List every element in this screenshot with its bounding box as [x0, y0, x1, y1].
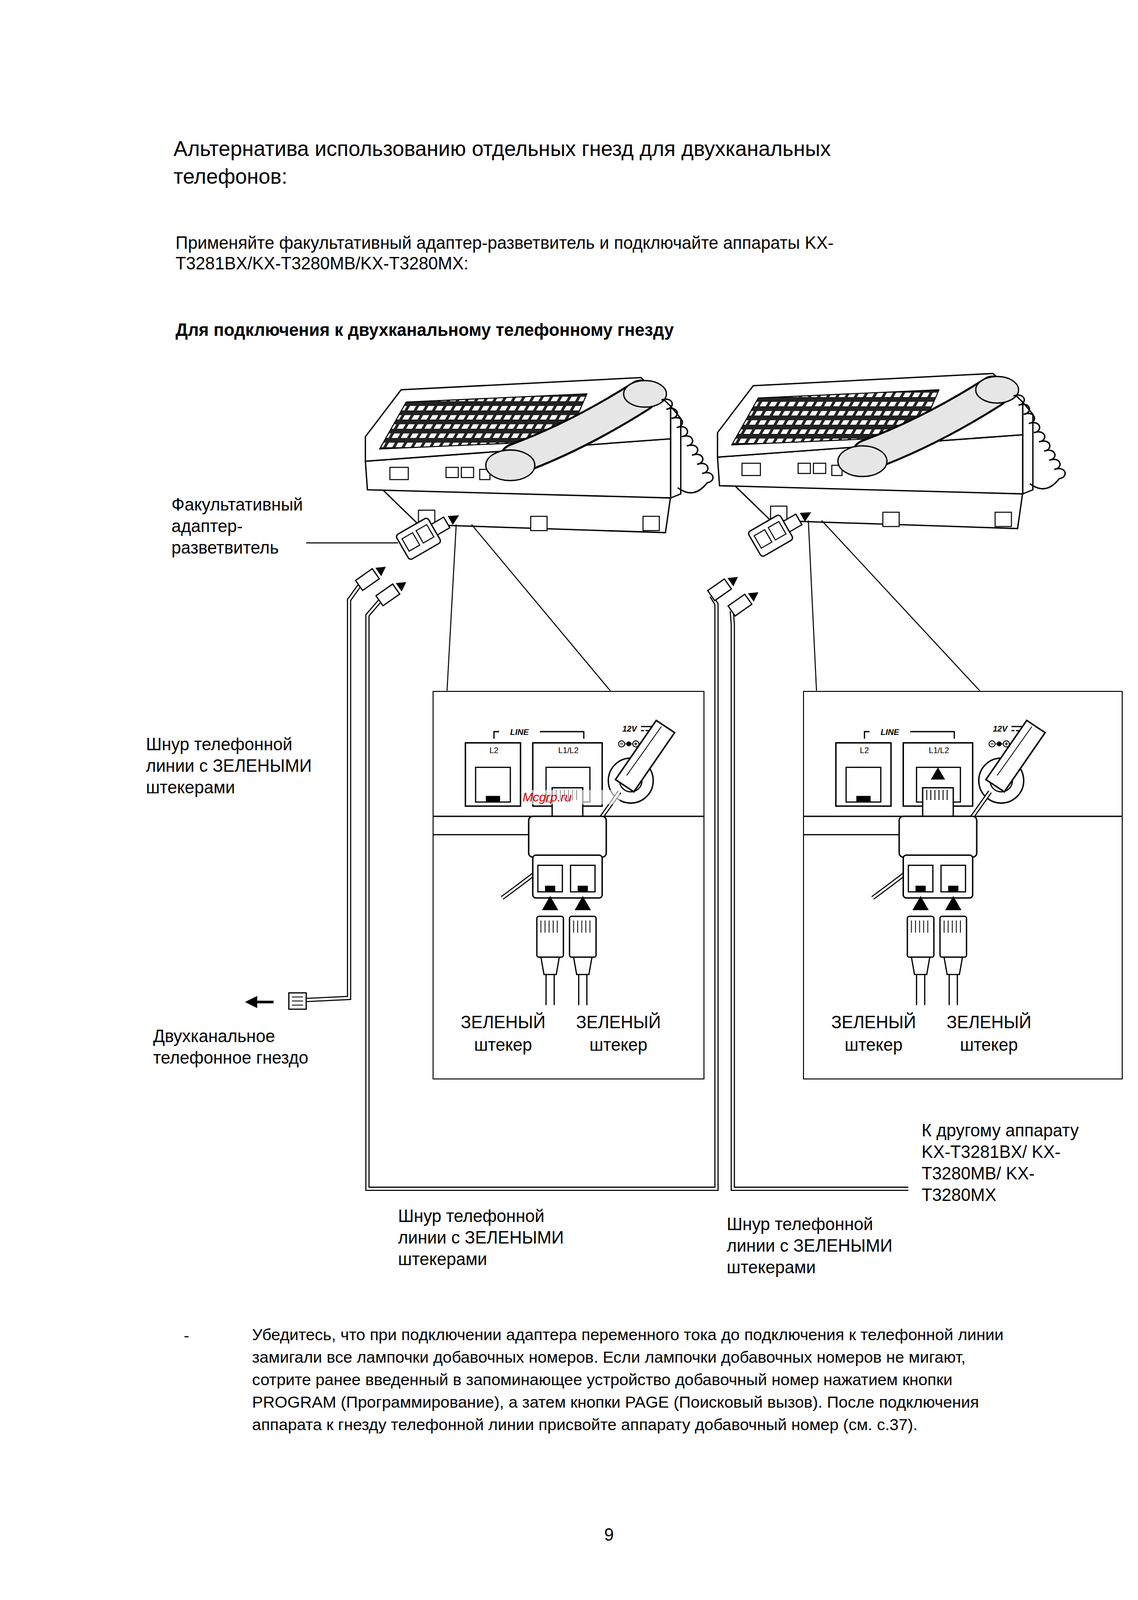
socket-panel: [803, 834, 899, 836]
port-label: L2: [473, 746, 514, 756]
page-title: Альтернатива использованию отдельных гне…: [173, 134, 929, 191]
splitter-adapter: [747, 500, 819, 558]
telephone-cord: [306, 585, 360, 1001]
splitter-adapter: [431, 517, 450, 536]
detail-inset: LINE L2 L1/L2 12V ЗЕЛЕНЫЙ штекерЗЕЛЕНЫЙ штек…: [803, 691, 1123, 1081]
splitter-adapter: [447, 511, 462, 525]
bullet-dash: -: [183, 1324, 200, 1348]
socket-panel: [930, 767, 946, 781]
splitter-adapter: [395, 500, 819, 561]
wall-jack: [245, 995, 258, 1009]
splitter-adapter: [395, 502, 467, 561]
plug-label: ЗЕЛЕНЫЙ штекер: [932, 1011, 1046, 1057]
splitter-adapter: [401, 532, 420, 552]
leader-line: [821, 520, 981, 692]
telephone-cord: [367, 595, 717, 1189]
socket-panel: [465, 720, 675, 1006]
cord-label: Шнур телефонной линии с ЗЕЛЕНЫМИ штекера…: [398, 1205, 572, 1271]
detail-inset: LINE L2 L1/L2 12V ЗЕЛЕНЫЙ штекерЗЕЛЕНЫЙ штек…: [432, 691, 704, 1081]
note-text: Убедитесь, что при подключении адаптера …: [252, 1323, 1013, 1437]
watermark: Mcgrp.ru: [522, 790, 620, 805]
modular-plug: [355, 561, 390, 591]
power-label: 12V: [614, 724, 646, 734]
socket-panel: [803, 691, 1123, 1081]
port-group-label: LINE: [869, 727, 911, 737]
telephone-right: [717, 373, 1065, 529]
port-label: L1/L2: [542, 746, 594, 756]
power-label: 12V: [984, 724, 1016, 734]
socket-panel: [432, 834, 529, 836]
modular-plug: [727, 587, 762, 616]
wall-jack: [245, 992, 307, 1010]
port-label: L1/L2: [913, 746, 965, 756]
wall-jack: [291, 997, 303, 1006]
section-heading: Для подключения к двухканальному телефон…: [175, 319, 911, 341]
modular-plug: [376, 584, 401, 606]
modular-plug: [355, 569, 380, 591]
modular-plug: [727, 572, 741, 587]
port-label: L2: [844, 746, 885, 756]
part-label: К другому аппарату KX-T3281BX/ KX-T3280M…: [921, 1119, 1098, 1206]
port-group-label: LINE: [499, 727, 540, 737]
leader-line: [306, 520, 981, 692]
splitter-adapter: [754, 529, 772, 549]
wall-jack: [289, 992, 307, 1010]
modular-plug: [707, 579, 732, 601]
telephone-cord: [306, 585, 360, 1001]
leader-line: [808, 520, 817, 692]
wall-jack: [256, 1001, 274, 1004]
splitter-adapter: [783, 513, 803, 532]
modular-plug: [375, 562, 389, 577]
modular-plug: [376, 577, 411, 606]
telephone-left: [365, 377, 714, 533]
modular-plug: [707, 571, 742, 601]
socket-panel: [836, 720, 1046, 1006]
modular-plug: [727, 594, 752, 616]
cord-label: Шнур телефонной линии с ЗЕЛЕНЫМИ штекера…: [726, 1213, 901, 1279]
modular-plug: [355, 561, 762, 616]
leader-line: [471, 524, 611, 692]
socket-panel: [432, 691, 704, 1081]
splitter-adapter: [799, 507, 814, 522]
part-label: Факультативный адаптер-разветвитель: [171, 493, 335, 559]
splitter-adapter: [768, 521, 786, 541]
plug-label: ЗЕЛЕНЫЙ штекер: [446, 1011, 560, 1057]
page-number: 9: [604, 1524, 625, 1546]
plug-label: ЗЕЛЕНЫЙ штекер: [817, 1011, 930, 1057]
telephone-left: [365, 377, 714, 533]
telephone-cord: [367, 595, 717, 1189]
plug-label: ЗЕЛЕНЫЙ штекер: [562, 1011, 675, 1057]
telephone-right: [717, 373, 1065, 529]
splitter-adapter: [416, 524, 435, 544]
leader-line: [306, 542, 399, 544]
leader-line: [446, 524, 457, 692]
part-label: Двухканальное телефонное гнездо: [153, 1025, 343, 1069]
socket-panel: [432, 691, 1123, 1081]
intro-text: Применяйте факультативный адаптер-развет…: [175, 232, 937, 274]
cord-label: Шнур телефонной линии с ЗЕЛЕНЫМИ штекера…: [145, 733, 320, 799]
modular-plug: [395, 578, 410, 592]
modular-plug: [747, 588, 762, 602]
